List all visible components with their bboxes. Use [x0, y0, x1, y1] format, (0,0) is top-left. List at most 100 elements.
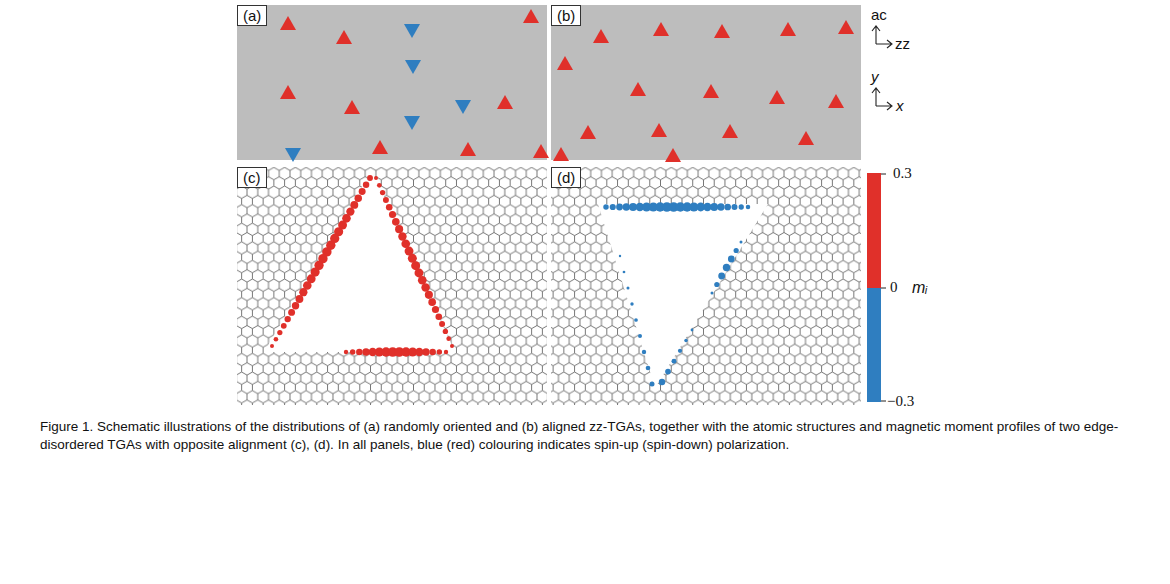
moment-dot — [678, 349, 682, 353]
moment-dot — [638, 334, 642, 338]
triangle-flake — [780, 22, 796, 36]
triangle-flake — [630, 82, 646, 96]
colorbar-label: −0.3 — [887, 393, 914, 410]
panel-letter: (b) — [557, 7, 575, 24]
moment-dot — [603, 204, 608, 209]
triangle-flake — [665, 148, 681, 162]
moment-dot — [646, 366, 651, 371]
moment-dot — [292, 302, 299, 309]
triangle-flake — [404, 116, 420, 130]
moment-dot — [634, 318, 638, 322]
axis-label: y — [871, 68, 879, 85]
moment-dot — [277, 330, 282, 335]
moment-dot — [296, 295, 304, 303]
panel-letter: (a) — [243, 7, 261, 24]
moment-dot — [422, 348, 429, 355]
moment-dot — [450, 344, 454, 348]
triangle-flake — [593, 29, 609, 43]
moment-dot — [665, 369, 671, 375]
triangle-flake — [838, 20, 854, 34]
triangle-flake — [405, 60, 421, 74]
triangle-flake — [533, 144, 549, 158]
triangle-flake — [280, 16, 296, 30]
moment-dot — [437, 349, 442, 354]
moment-dot — [418, 276, 427, 285]
moment-dot — [398, 232, 406, 240]
triangle-flake — [714, 24, 730, 38]
moment-dot — [723, 264, 730, 271]
triangle-flake — [280, 85, 296, 99]
colorbar-red — [867, 173, 881, 288]
moment-dot — [389, 211, 396, 218]
moment-dot — [711, 292, 714, 295]
triangle-flake — [497, 95, 513, 109]
moment-dot — [432, 306, 439, 313]
moment-dot — [691, 329, 694, 332]
panel-label: (b) — [551, 5, 581, 26]
axis-arrows — [872, 88, 892, 110]
moment-dot — [350, 349, 355, 354]
triangle-flake — [523, 9, 539, 23]
triangle-flake — [722, 124, 738, 138]
triangle-flake — [372, 140, 388, 154]
panel-label: (d) — [551, 167, 581, 188]
moment-dot — [623, 203, 630, 210]
moment-dot — [446, 336, 451, 341]
triangle-flakes — [237, 9, 854, 162]
triangle-flake — [455, 100, 471, 114]
moment-dot — [415, 348, 423, 356]
triangle-flake — [769, 90, 785, 104]
moment-dot — [359, 188, 366, 195]
moment-dot — [392, 218, 400, 226]
triangle-flake — [460, 142, 476, 156]
triangle-flake — [404, 24, 420, 38]
colorbar-blue — [867, 288, 881, 402]
moment-dot — [281, 323, 287, 329]
triangle-flake — [553, 147, 569, 161]
moment-dot — [623, 271, 626, 274]
triangle-flake — [557, 56, 573, 70]
moment-dot — [739, 204, 744, 209]
moment-dot — [383, 197, 389, 203]
triangular-hole — [598, 204, 768, 388]
moment-dot — [270, 344, 274, 348]
moment-dot — [421, 283, 429, 291]
moment-dot — [717, 203, 724, 210]
lattice — [237, 167, 547, 405]
moment-dot — [443, 329, 448, 334]
panel-letter: (c) — [243, 169, 261, 186]
colorbar-label: 0.3 — [893, 165, 912, 182]
moment-dot — [710, 203, 718, 211]
colorbar-ticks — [881, 174, 886, 401]
moment-dot — [299, 288, 307, 296]
axis-label: x — [896, 97, 904, 114]
moment-dot — [356, 349, 363, 356]
moment-dot — [650, 382, 655, 387]
moment-dot — [386, 204, 393, 211]
magnetic-moments — [270, 175, 750, 386]
panel-letter: (d) — [557, 169, 575, 186]
moment-dot — [288, 309, 295, 316]
triangle-flake — [285, 148, 301, 162]
moment-dot — [377, 183, 382, 188]
moment-dot — [284, 316, 290, 322]
moment-dot — [425, 291, 433, 299]
moment-dot — [344, 350, 348, 354]
moment-dot — [439, 321, 445, 327]
moment-dot — [630, 302, 633, 305]
moment-dot — [714, 282, 719, 287]
moment-dot — [444, 350, 448, 354]
moment-dot — [672, 359, 677, 364]
moment-dot — [380, 190, 385, 195]
moment-dot — [684, 339, 688, 343]
moment-dot — [619, 255, 621, 257]
colorbar-label: mᵢ — [912, 279, 927, 297]
moment-dot — [728, 256, 735, 263]
moment-dot — [718, 273, 725, 280]
moment-dot — [724, 204, 731, 211]
colorbar-label: 0 — [890, 279, 898, 296]
panel-label: (a) — [237, 5, 267, 26]
moment-dot — [274, 337, 279, 342]
moment-dot — [435, 313, 442, 320]
